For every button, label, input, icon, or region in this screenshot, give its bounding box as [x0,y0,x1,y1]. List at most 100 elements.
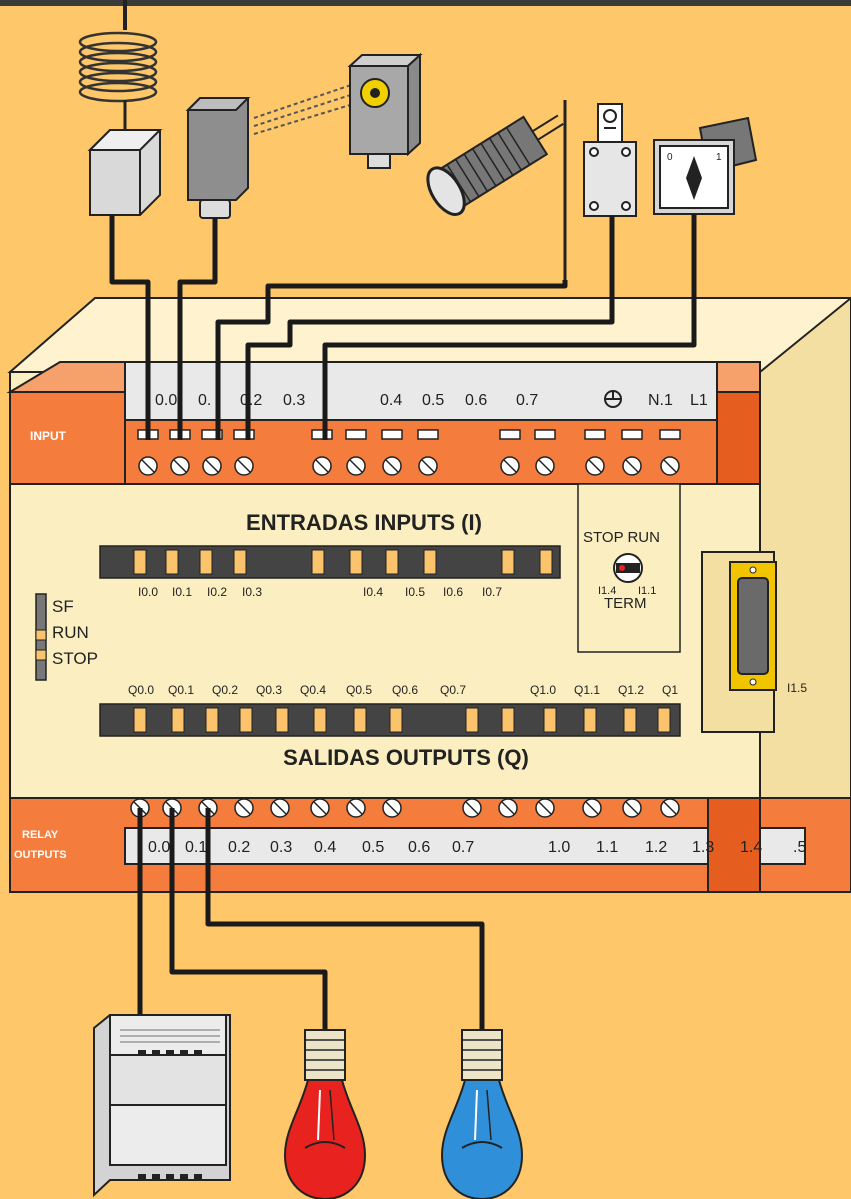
input-led [424,550,436,574]
red-lamp-icon [285,1030,365,1199]
proximity-sensor-icon [420,98,574,280]
terminal-clip [346,430,366,439]
input-led [502,550,514,574]
contactor-icon [94,1015,230,1195]
input-terminal-label: 0.6 [465,392,487,409]
output-led [314,708,326,732]
output-led-label: Q0.7 [440,683,466,697]
input-led [200,550,212,574]
output-led-label: Q0.0 [128,683,154,697]
input-led [386,550,398,574]
input-led [540,550,552,574]
output-led [172,708,184,732]
input-terminal-label: N.1 [648,392,673,409]
selector-position-0: 0 [667,152,673,163]
term-label: TERM [604,595,647,612]
input-led-label: I0.4 [363,585,383,599]
input-led-label: I0.0 [138,585,158,599]
output-led [134,708,146,732]
output-terminal-label: 0.1 [185,839,207,856]
limit-switch-icon [584,104,636,216]
input-led-label: I0.3 [242,585,262,599]
input-led-label: I0.2 [207,585,227,599]
blue-lamp-icon [442,1030,522,1199]
input-led-label: I0.5 [405,585,425,599]
temperature-probe-icon [80,0,156,150]
output-led [240,708,252,732]
output-led-label: Q0.5 [346,683,372,697]
input-led-label: I0.1 [172,585,192,599]
output-led-label: Q1.2 [618,683,644,697]
output-terminal-label: 0.7 [452,839,474,856]
output-terminal-label: 1.0 [548,839,570,856]
terminal-clip [500,430,520,439]
plc-unit: INPUT RELAY OUTPUTS STOP RUN I1.4 I1.1 T… [10,298,851,892]
mode-label: STOP RUN [583,529,660,546]
input-terminal-label: 0. [198,392,211,409]
terminal-clip [382,430,402,439]
output-led [624,708,636,732]
output-led-label: Q0.4 [300,683,326,697]
input-led [350,550,362,574]
top-border [0,0,851,6]
output-terminal-label: 1.1 [596,839,618,856]
input-terminal-label: 0.4 [380,392,402,409]
output-terminal-label: 0.6 [408,839,430,856]
input-led-label: I0.6 [443,585,463,599]
input-terminal-label: L1 [690,392,708,409]
terminal-clip [585,430,605,439]
output-led-label: Q0.2 [212,683,238,697]
output-terminal-label: 1.2 [645,839,667,856]
output-led [544,708,556,732]
output-led [466,708,478,732]
output-terminal-label: 0.2 [228,839,250,856]
output-terminal-label: 0.4 [314,839,336,856]
output-tail-label: I1.5 [787,681,807,695]
relay-box-icon [90,130,160,215]
selector-switch-icon: 0 1 [654,118,756,214]
output-led-label: Q1.0 [530,683,556,697]
output-led [584,708,596,732]
output-terminal-label: .5 [793,839,806,856]
inputs-title: ENTRADAS INPUTS (I) [246,510,482,535]
output-terminal-label: 1.4 [740,839,762,856]
input-terminal-label: 0.5 [422,392,444,409]
relay-label-line2: OUTPUTS [14,849,67,861]
output-terminal-label: 0.3 [270,839,292,856]
input-led [312,550,324,574]
photoelectric-receiver-icon [350,55,420,168]
outputs-title: SALIDAS OUTPUTS (Q) [283,745,529,770]
output-led [502,708,514,732]
input-strip-label: INPUT [30,429,67,443]
output-terminal-label: 0.0 [148,839,170,856]
output-led-label: Q1.1 [574,683,600,697]
output-led [390,708,402,732]
status-led-stop: STOP [52,649,98,668]
input-terminal-label: 0.3 [283,392,305,409]
input-terminal-label: 0.0 [155,392,177,409]
input-led [234,550,246,574]
output-terminal-label: 1.3 [692,839,714,856]
output-led-label: Q1 [662,683,678,697]
input-led [134,550,146,574]
output-led-label: Q0.6 [392,683,418,697]
output-led [206,708,218,732]
input-led [166,550,178,574]
terminal-clip [312,430,332,439]
output-led-label: Q0.3 [256,683,282,697]
output-led [276,708,288,732]
terminal-clip [418,430,438,439]
optical-sensor-icon [188,82,360,218]
input-led-label: I0.7 [482,585,502,599]
status-led-run: RUN [52,623,89,642]
input-terminal-label: 0.2 [240,392,262,409]
terminal-clip [660,430,680,439]
status-led-sf: SF [52,597,74,616]
selector-position-1: 1 [716,152,722,163]
terminal-clip [234,430,254,439]
output-led [354,708,366,732]
terminal-clip [622,430,642,439]
input-terminal-label: 0.7 [516,392,538,409]
